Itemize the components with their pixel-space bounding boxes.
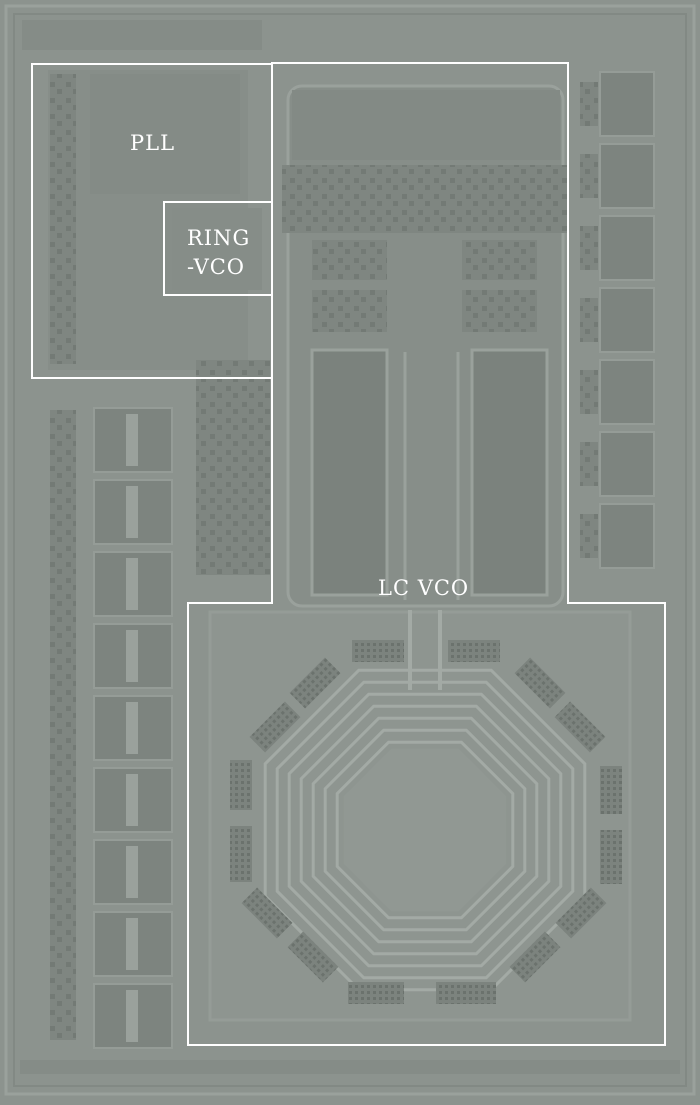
pll-logic-area [90,74,240,194]
pad-group-diag-br [555,887,607,939]
right-block [599,503,655,569]
middle-cell-block [196,360,270,575]
varactor-bank-right [470,348,549,597]
pad-group-diag-tl2 [249,701,301,753]
left-cell-array [50,410,76,1040]
right-block [599,215,655,281]
top-routing-block [22,20,262,50]
inductor-turn [323,728,527,932]
octagonal-inductor [263,668,587,992]
pll-label: PLL [130,131,176,155]
power-ring [13,13,687,1087]
right-block-cell [580,154,598,198]
pad-group-right-lower [600,830,622,884]
pad-group-diag-tl [289,657,341,709]
inductor-turn [335,740,515,920]
left-block-strap [126,846,138,898]
inductor-turn [311,716,539,944]
core-transistor-row [282,165,567,233]
left-block-strap [126,918,138,970]
right-block [599,287,655,353]
left-block-strap [126,702,138,754]
left-block-strap [126,630,138,682]
left-block-strap [126,774,138,826]
pad-group-diag-bl2 [287,931,339,983]
lc-vco-outline-path [187,62,666,1046]
ring-vco-label-line2: -VCO [187,255,246,279]
inductor-center [343,748,507,912]
left-block-strap [126,486,138,538]
pad-group-top-left [352,640,404,662]
right-block-cell [580,298,598,342]
inductor-leads [408,610,442,690]
right-block [599,359,655,425]
right-block-cell [580,82,598,126]
pad-group-diag-tr [514,657,566,709]
pll-cell-column [50,74,76,364]
inductor-turn [299,704,551,956]
right-block-cell [580,226,598,270]
pad-group-bottom-left [348,982,404,1004]
pad-group-top-right [448,640,500,662]
right-block [599,143,655,209]
pad-group-left-upper [230,760,252,810]
core-top-section [292,90,560,160]
varactor-bank-left [310,348,389,597]
right-block-cell [580,514,598,558]
right-block-cell [580,442,598,486]
right-block-column [580,71,655,569]
left-block-strap [126,558,138,610]
pad-group-diag-bl [241,887,293,939]
lc-vco-label: LC VCO [378,576,470,600]
switch-cell-bl [312,290,387,332]
right-block [599,71,655,137]
switch-cell-tl [312,240,387,280]
left-block-strap [126,990,138,1042]
switch-cell-br [462,290,537,332]
right-block-cell [580,370,598,414]
ring-vco-block [172,208,262,290]
bottom-routing [20,1060,680,1074]
inductor-turn [287,692,563,968]
pad-group-diag-br2 [509,931,561,983]
switch-cell-tr [462,240,537,280]
left-block-strap [126,414,138,466]
pad-group-diag-tr2 [554,701,606,753]
right-block [599,431,655,497]
pad-group-bottom-right [436,982,496,1004]
inductor-turn [275,680,575,980]
pad-group-right-upper [600,766,622,814]
ring-vco-label-line1: RING [187,226,251,250]
pad-group-left-lower [230,826,252,882]
seal-ring [4,4,696,1096]
left-block-column [93,407,173,1049]
